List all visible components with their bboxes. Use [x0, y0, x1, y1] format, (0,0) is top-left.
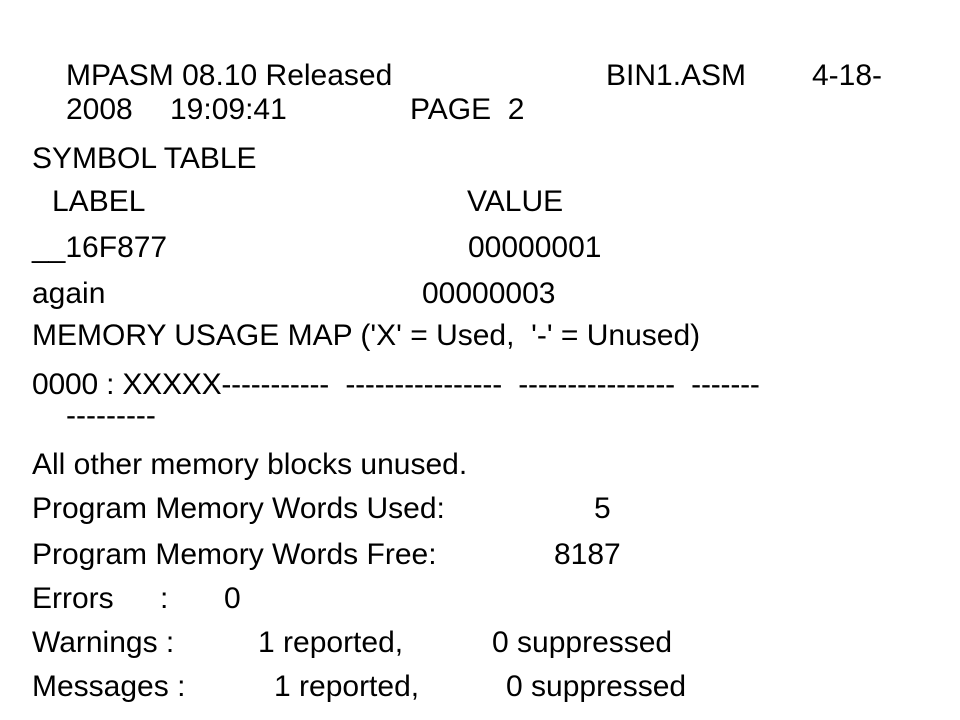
messages-reported: 1 reported, — [274, 670, 420, 703]
header-date-part2: 2008 — [66, 93, 133, 126]
header-date-part1: 4-18- — [812, 59, 883, 92]
errors-separator: : — [160, 582, 169, 615]
memory-other-note: All other memory blocks unused. — [32, 448, 468, 481]
header-time: 19:09:41 — [170, 93, 287, 126]
symbol-table-col-label: LABEL — [52, 185, 146, 218]
symbol-row-label: again — [32, 277, 106, 310]
memory-map-line: 0000 : XXXXX----------- ----------------… — [32, 368, 760, 401]
header-page: PAGE 2 — [410, 93, 525, 126]
symbol-row-value: 00000003 — [422, 277, 556, 310]
warnings-suppressed: 0 suppressed — [492, 626, 673, 659]
symbol-row-value: 00000001 — [468, 231, 602, 264]
warnings-label: Warnings : — [32, 626, 175, 659]
memory-map-line: --------- — [66, 399, 156, 432]
words-free-label: Program Memory Words Free: — [32, 538, 437, 571]
messages-label: Messages : — [32, 670, 186, 703]
words-free-value: 8187 — [554, 538, 621, 571]
warnings-reported: 1 reported, — [258, 626, 404, 659]
words-used-label: Program Memory Words Used: — [32, 492, 445, 525]
header-program: MPASM 08.10 Released — [66, 59, 393, 92]
symbol-table-title: SYMBOL TABLE — [32, 142, 257, 175]
header-file: BIN1.ASM — [606, 59, 747, 92]
errors-value: 0 — [224, 582, 241, 615]
memory-map-title: MEMORY USAGE MAP ('X' = Used, '-' = Unus… — [32, 319, 701, 352]
symbol-table-col-value: VALUE — [467, 185, 564, 218]
words-used-value: 5 — [594, 492, 611, 525]
errors-label: Errors — [32, 582, 114, 615]
symbol-row-label: __16F877 — [32, 231, 168, 264]
messages-suppressed: 0 suppressed — [506, 670, 687, 703]
